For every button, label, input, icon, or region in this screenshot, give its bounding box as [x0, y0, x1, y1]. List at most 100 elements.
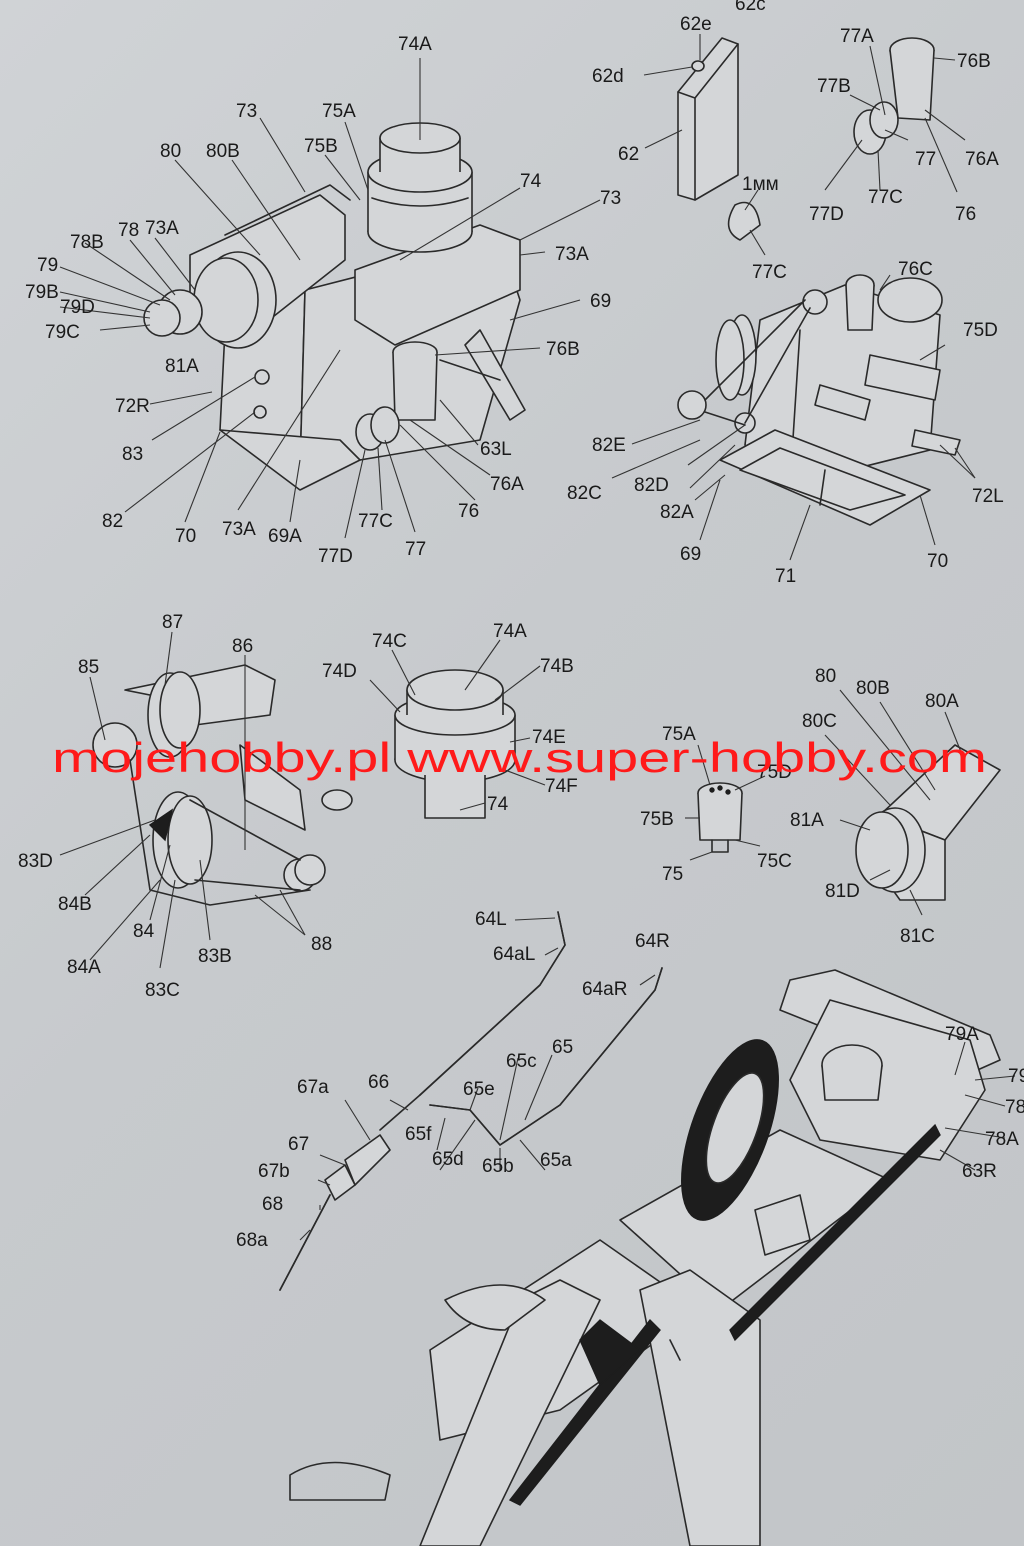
label-80B-right: 80B	[856, 678, 890, 699]
part-labels: 62c 62e 62d 62 77A 76B 77B 77 76A 77C 77…	[18, 0, 1024, 1251]
leader-lines-pulley-housing	[824, 689, 966, 916]
label-73A-left: 73A	[145, 218, 179, 239]
label-83C: 83C	[145, 980, 180, 1001]
label-80C: 80C	[802, 711, 837, 732]
label-77D-top: 77D	[809, 204, 844, 225]
label-78-right: 78	[1005, 1097, 1024, 1118]
label-63R: 63R	[962, 1161, 997, 1182]
label-65: 65	[552, 1037, 573, 1058]
pulley-housing-80-81	[855, 744, 1001, 901]
label-77-top: 77	[915, 149, 936, 170]
label-73A-bottom: 73A	[222, 519, 256, 540]
label-64aL: 64aL	[493, 944, 535, 965]
leader-lines-main-engine	[59, 58, 601, 539]
label-80-right: 80	[815, 666, 836, 687]
label-74D: 74D	[322, 661, 357, 682]
label-76A-top: 76A	[965, 149, 999, 170]
label-77C-top: 77C	[868, 187, 903, 208]
label-74C: 74C	[372, 631, 407, 652]
label-75A-top: 75A	[322, 101, 356, 122]
leader-lines-air-cleaner	[369, 639, 546, 811]
label-75: 75	[662, 864, 683, 885]
label-85: 85	[78, 657, 99, 678]
engine-assembly-rear	[677, 274, 961, 526]
label-80B-top: 80B	[206, 141, 240, 162]
label-67a: 67a	[297, 1077, 329, 1098]
label-81A-left: 81A	[165, 356, 199, 377]
label-65b: 65b	[482, 1156, 514, 1177]
label-77C-bottom: 77C	[752, 262, 787, 283]
label-84B: 84B	[58, 894, 92, 915]
label-64aR: 64aR	[582, 979, 627, 1000]
label-77-middle: 77	[405, 539, 426, 560]
label-79D: 79D	[60, 297, 95, 318]
leader-lines-chassis	[939, 1041, 1016, 1171]
label-74A-top: 74A	[398, 34, 432, 55]
label-88: 88	[311, 934, 332, 955]
label-64L: 64L	[475, 909, 507, 930]
label-82E: 82E	[592, 435, 626, 456]
leader-lines-top-right	[643, 34, 966, 256]
label-74-middle: 74	[487, 794, 509, 815]
label-69-left: 69	[590, 291, 611, 312]
label-82C: 82C	[567, 483, 602, 504]
label-77C-middle: 77C	[358, 511, 393, 532]
label-66: 66	[368, 1072, 389, 1093]
battery-62	[677, 37, 739, 201]
leader-lines-rear-engine	[611, 274, 976, 561]
watermark-text: mojehobby.pl www.super-hobby.com	[52, 734, 987, 781]
label-78B: 78B	[70, 232, 104, 253]
label-65e: 65e	[463, 1079, 495, 1100]
label-75D-middle: 75D	[757, 762, 792, 783]
label-67b: 67b	[258, 1161, 290, 1182]
fan-assembly-76-77	[727, 37, 935, 241]
belt-drive-assembly	[92, 664, 353, 906]
label-78-left: 78	[118, 220, 139, 241]
label-74E: 74E	[532, 727, 566, 748]
label-84: 84	[133, 921, 155, 942]
label-81C: 81C	[900, 926, 935, 947]
label-77A-top: 77A	[840, 26, 874, 47]
label-62d: 62d	[592, 66, 624, 87]
label-65c: 65c	[506, 1051, 537, 1072]
label-70-right: 70	[927, 551, 948, 572]
label-76A-middle: 76A	[490, 474, 524, 495]
label-75C: 75C	[757, 851, 792, 872]
label-76B-top: 76B	[957, 51, 991, 72]
label-79A: 79A	[945, 1024, 979, 1045]
label-83: 83	[122, 444, 143, 465]
label-81A-right: 81A	[790, 810, 824, 831]
label-76-middle: 76	[458, 501, 479, 522]
label-74-top: 74	[520, 171, 542, 192]
label-82A: 82A	[660, 502, 694, 523]
label-62e: 62e	[680, 14, 712, 35]
label-76B-middle: 76B	[546, 339, 580, 360]
label-77D-middle: 77D	[318, 546, 353, 567]
label-80-top: 80	[160, 141, 181, 162]
label-70-left: 70	[175, 526, 196, 547]
label-80A: 80A	[925, 691, 959, 712]
label-79B: 79B	[25, 282, 59, 303]
label-64R: 64R	[635, 931, 670, 952]
label-76C: 76C	[898, 259, 933, 280]
oil-filter-75	[697, 782, 743, 853]
label-65a: 65a	[540, 1150, 572, 1171]
engine-assembly-main	[143, 122, 526, 491]
label-62c: 62c	[735, 0, 766, 15]
label-84A: 84A	[67, 957, 101, 978]
label-69A: 69A	[268, 526, 302, 547]
label-68: 68	[262, 1194, 283, 1215]
label-83B: 83B	[198, 946, 232, 967]
leader-lines-exhaust	[299, 917, 656, 1241]
air-cleaner-exploded	[394, 669, 516, 819]
label-86: 86	[232, 636, 253, 657]
label-65d: 65d	[432, 1149, 464, 1170]
label-77B-top: 77B	[817, 76, 851, 97]
label-67: 67	[288, 1134, 309, 1155]
label-72L: 72L	[972, 486, 1004, 507]
label-65f: 65f	[405, 1124, 432, 1145]
label-87: 87	[162, 612, 183, 633]
label-74F: 74F	[545, 776, 578, 797]
